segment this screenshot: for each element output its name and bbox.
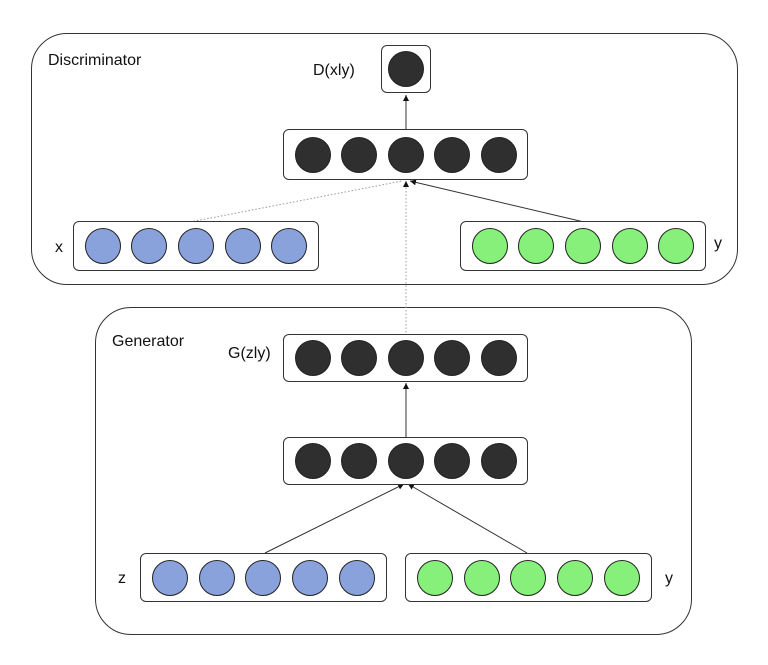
condition-node bbox=[416, 559, 453, 596]
condition-node bbox=[471, 228, 508, 264]
output-node bbox=[341, 340, 377, 376]
data-node bbox=[84, 228, 121, 264]
generator-output-layer bbox=[283, 334, 528, 382]
generator-z-label: z bbox=[118, 570, 126, 587]
generator-hidden-layer bbox=[283, 437, 528, 485]
condition-node bbox=[510, 559, 547, 596]
discriminator-y-label: y bbox=[714, 235, 722, 252]
output-node bbox=[387, 340, 424, 376]
hidden-node bbox=[387, 443, 424, 479]
condition-node bbox=[518, 228, 555, 264]
generator-y-label: y bbox=[665, 570, 673, 587]
output-node bbox=[434, 340, 470, 376]
hidden-node bbox=[294, 136, 331, 173]
hidden-node bbox=[341, 443, 377, 479]
data-node bbox=[271, 228, 308, 264]
hidden-node bbox=[434, 443, 470, 479]
noise-node bbox=[151, 559, 188, 596]
output-node bbox=[480, 340, 517, 376]
discriminator-title: Discriminator bbox=[48, 52, 142, 69]
data-node bbox=[224, 228, 261, 264]
generator-z-input-layer bbox=[140, 553, 387, 602]
condition-node bbox=[564, 228, 601, 264]
condition-node bbox=[658, 228, 695, 264]
noise-node bbox=[339, 559, 376, 596]
discriminator-x-input-layer bbox=[73, 221, 319, 271]
noise-node bbox=[245, 559, 282, 596]
data-node bbox=[131, 228, 168, 264]
condition-node bbox=[611, 228, 648, 264]
hidden-node bbox=[480, 443, 517, 479]
data-node bbox=[177, 228, 214, 264]
condition-node bbox=[604, 559, 641, 596]
generator-y-input-layer bbox=[405, 553, 652, 602]
discriminator-output-label: D(xly) bbox=[313, 62, 355, 79]
discriminator-output-layer bbox=[381, 45, 431, 93]
hidden-node bbox=[387, 136, 424, 173]
noise-node bbox=[198, 559, 235, 596]
output-node bbox=[388, 51, 424, 87]
discriminator-x-label: x bbox=[55, 239, 63, 256]
condition-node bbox=[557, 559, 594, 596]
hidden-node bbox=[294, 443, 331, 479]
hidden-node bbox=[480, 136, 517, 173]
output-node bbox=[294, 340, 331, 376]
generator-output-label: G(zly) bbox=[228, 345, 271, 362]
hidden-node bbox=[434, 136, 470, 173]
discriminator-y-input-layer bbox=[460, 221, 706, 271]
generator-title: Generator bbox=[112, 333, 185, 350]
condition-node bbox=[463, 559, 500, 596]
noise-node bbox=[292, 559, 329, 596]
hidden-node bbox=[341, 136, 377, 173]
discriminator-hidden-layer bbox=[283, 129, 528, 180]
